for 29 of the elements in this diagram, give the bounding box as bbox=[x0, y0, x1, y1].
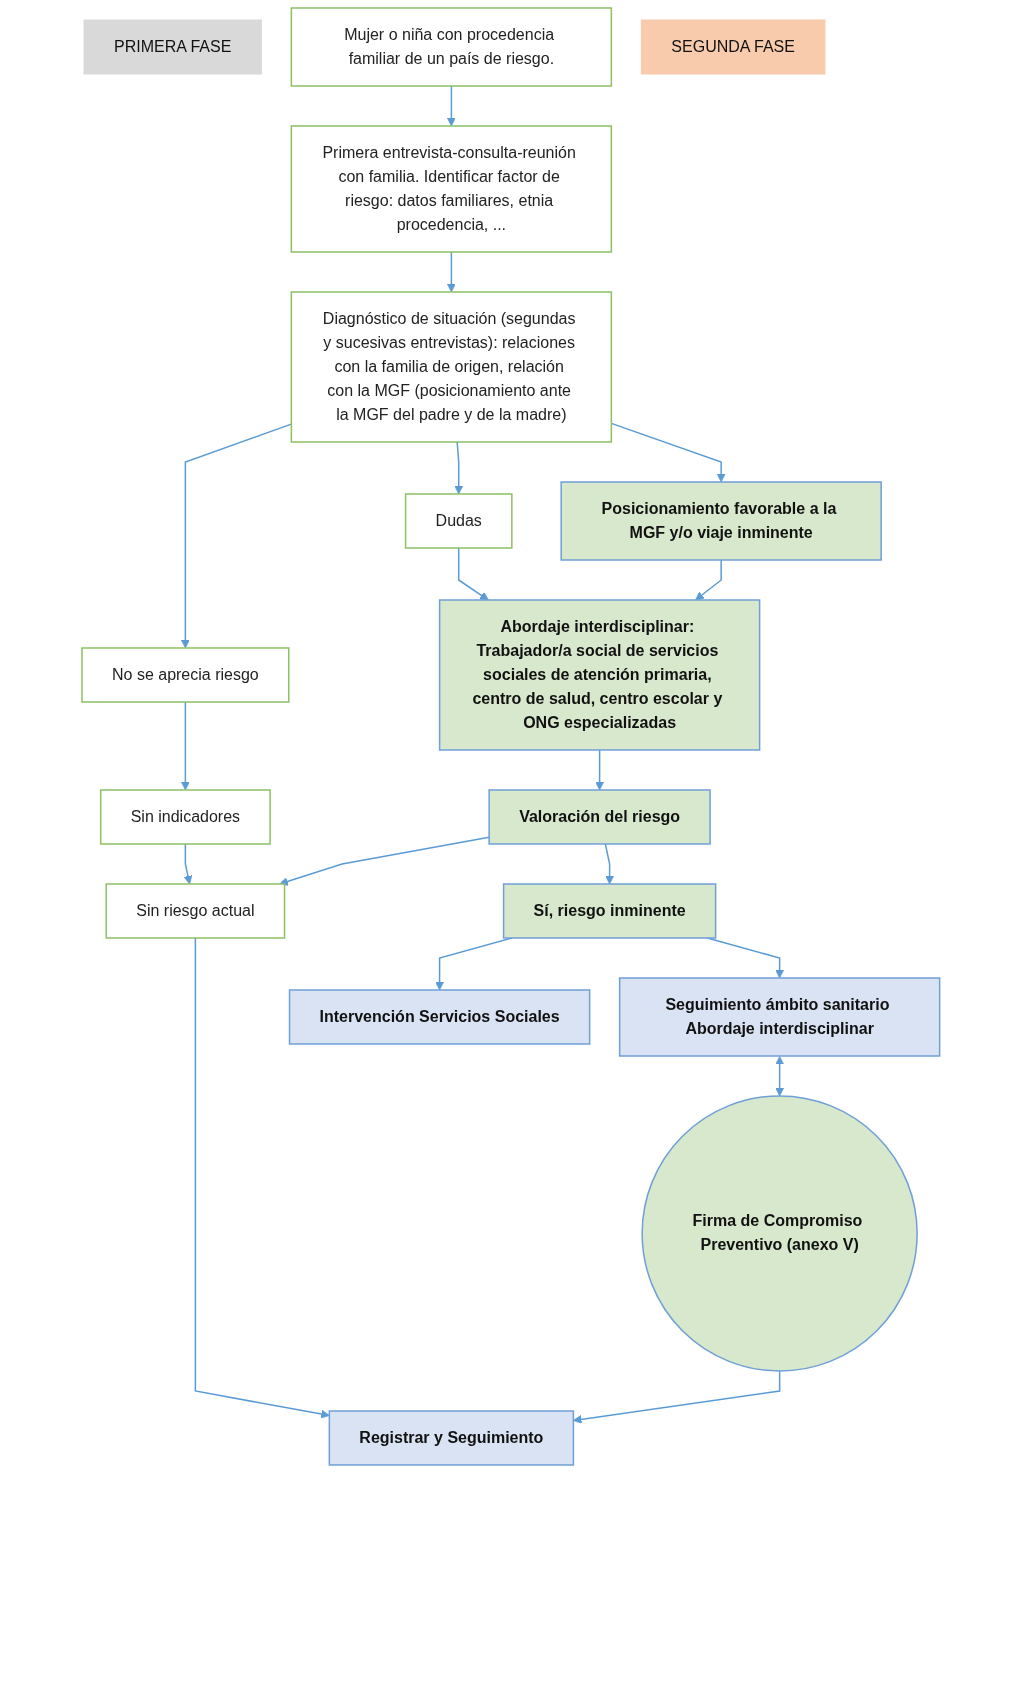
node-box: Mujer o niña con procedencia familiar de un país de riesgo. bbox=[290, 7, 613, 87]
node-box: Registrar y Seguimiento bbox=[328, 1410, 575, 1466]
arrow bbox=[775, 1056, 785, 1097]
node-box: No se aprecia riesgo bbox=[81, 647, 290, 703]
arrow bbox=[194, 937, 330, 1419]
node-box: Intervención Servicios Sociales bbox=[288, 989, 591, 1045]
node-box: Abordaje interdisciplinar: Trabajador/a social de servicios sociales de atención primaria, centro de salud, centro escolar y ONG especializadas bbox=[439, 599, 761, 751]
node-box: Dudas bbox=[405, 493, 513, 549]
node-circle: Firma de Compromiso Preventivo (anexo V) bbox=[641, 1095, 919, 1372]
node-box: Sí, riesgo inminente bbox=[503, 883, 717, 939]
node-box: Sin indicadores bbox=[100, 789, 271, 845]
node-box: PRIMERA FASE bbox=[83, 19, 263, 75]
arrow bbox=[595, 749, 605, 791]
arrow bbox=[573, 1370, 781, 1424]
node-box: Seguimiento ámbito sanitario Abordaje interdisciplinar bbox=[619, 977, 941, 1057]
arrow bbox=[447, 251, 456, 293]
arrow bbox=[183, 843, 193, 885]
arrow bbox=[181, 701, 190, 791]
arrow bbox=[695, 559, 723, 601]
node-box: Posicionamiento favorable a la MGF y/o viaje inminente bbox=[560, 481, 883, 561]
arrow bbox=[458, 547, 489, 601]
arrow bbox=[454, 441, 464, 495]
node-box: Primera entrevista-consulta-reunión con familia. Identificar factor de riesgo: datos familiares, etnia procedencia, ... bbox=[290, 125, 613, 253]
arrow bbox=[447, 85, 456, 127]
node-box: SEGUNDA FASE bbox=[641, 19, 826, 75]
node-box: Diagnóstico de situación (segundas y sucesivas entrevistas): relaciones con la familia de origen, relación con la MGF (posicionamiento ante la MGF del padre y de la madre) bbox=[290, 291, 613, 443]
node-box: Sin riesgo actual bbox=[105, 883, 286, 939]
node-box: Valoración del riesgo bbox=[488, 789, 711, 845]
arrow bbox=[604, 843, 615, 885]
